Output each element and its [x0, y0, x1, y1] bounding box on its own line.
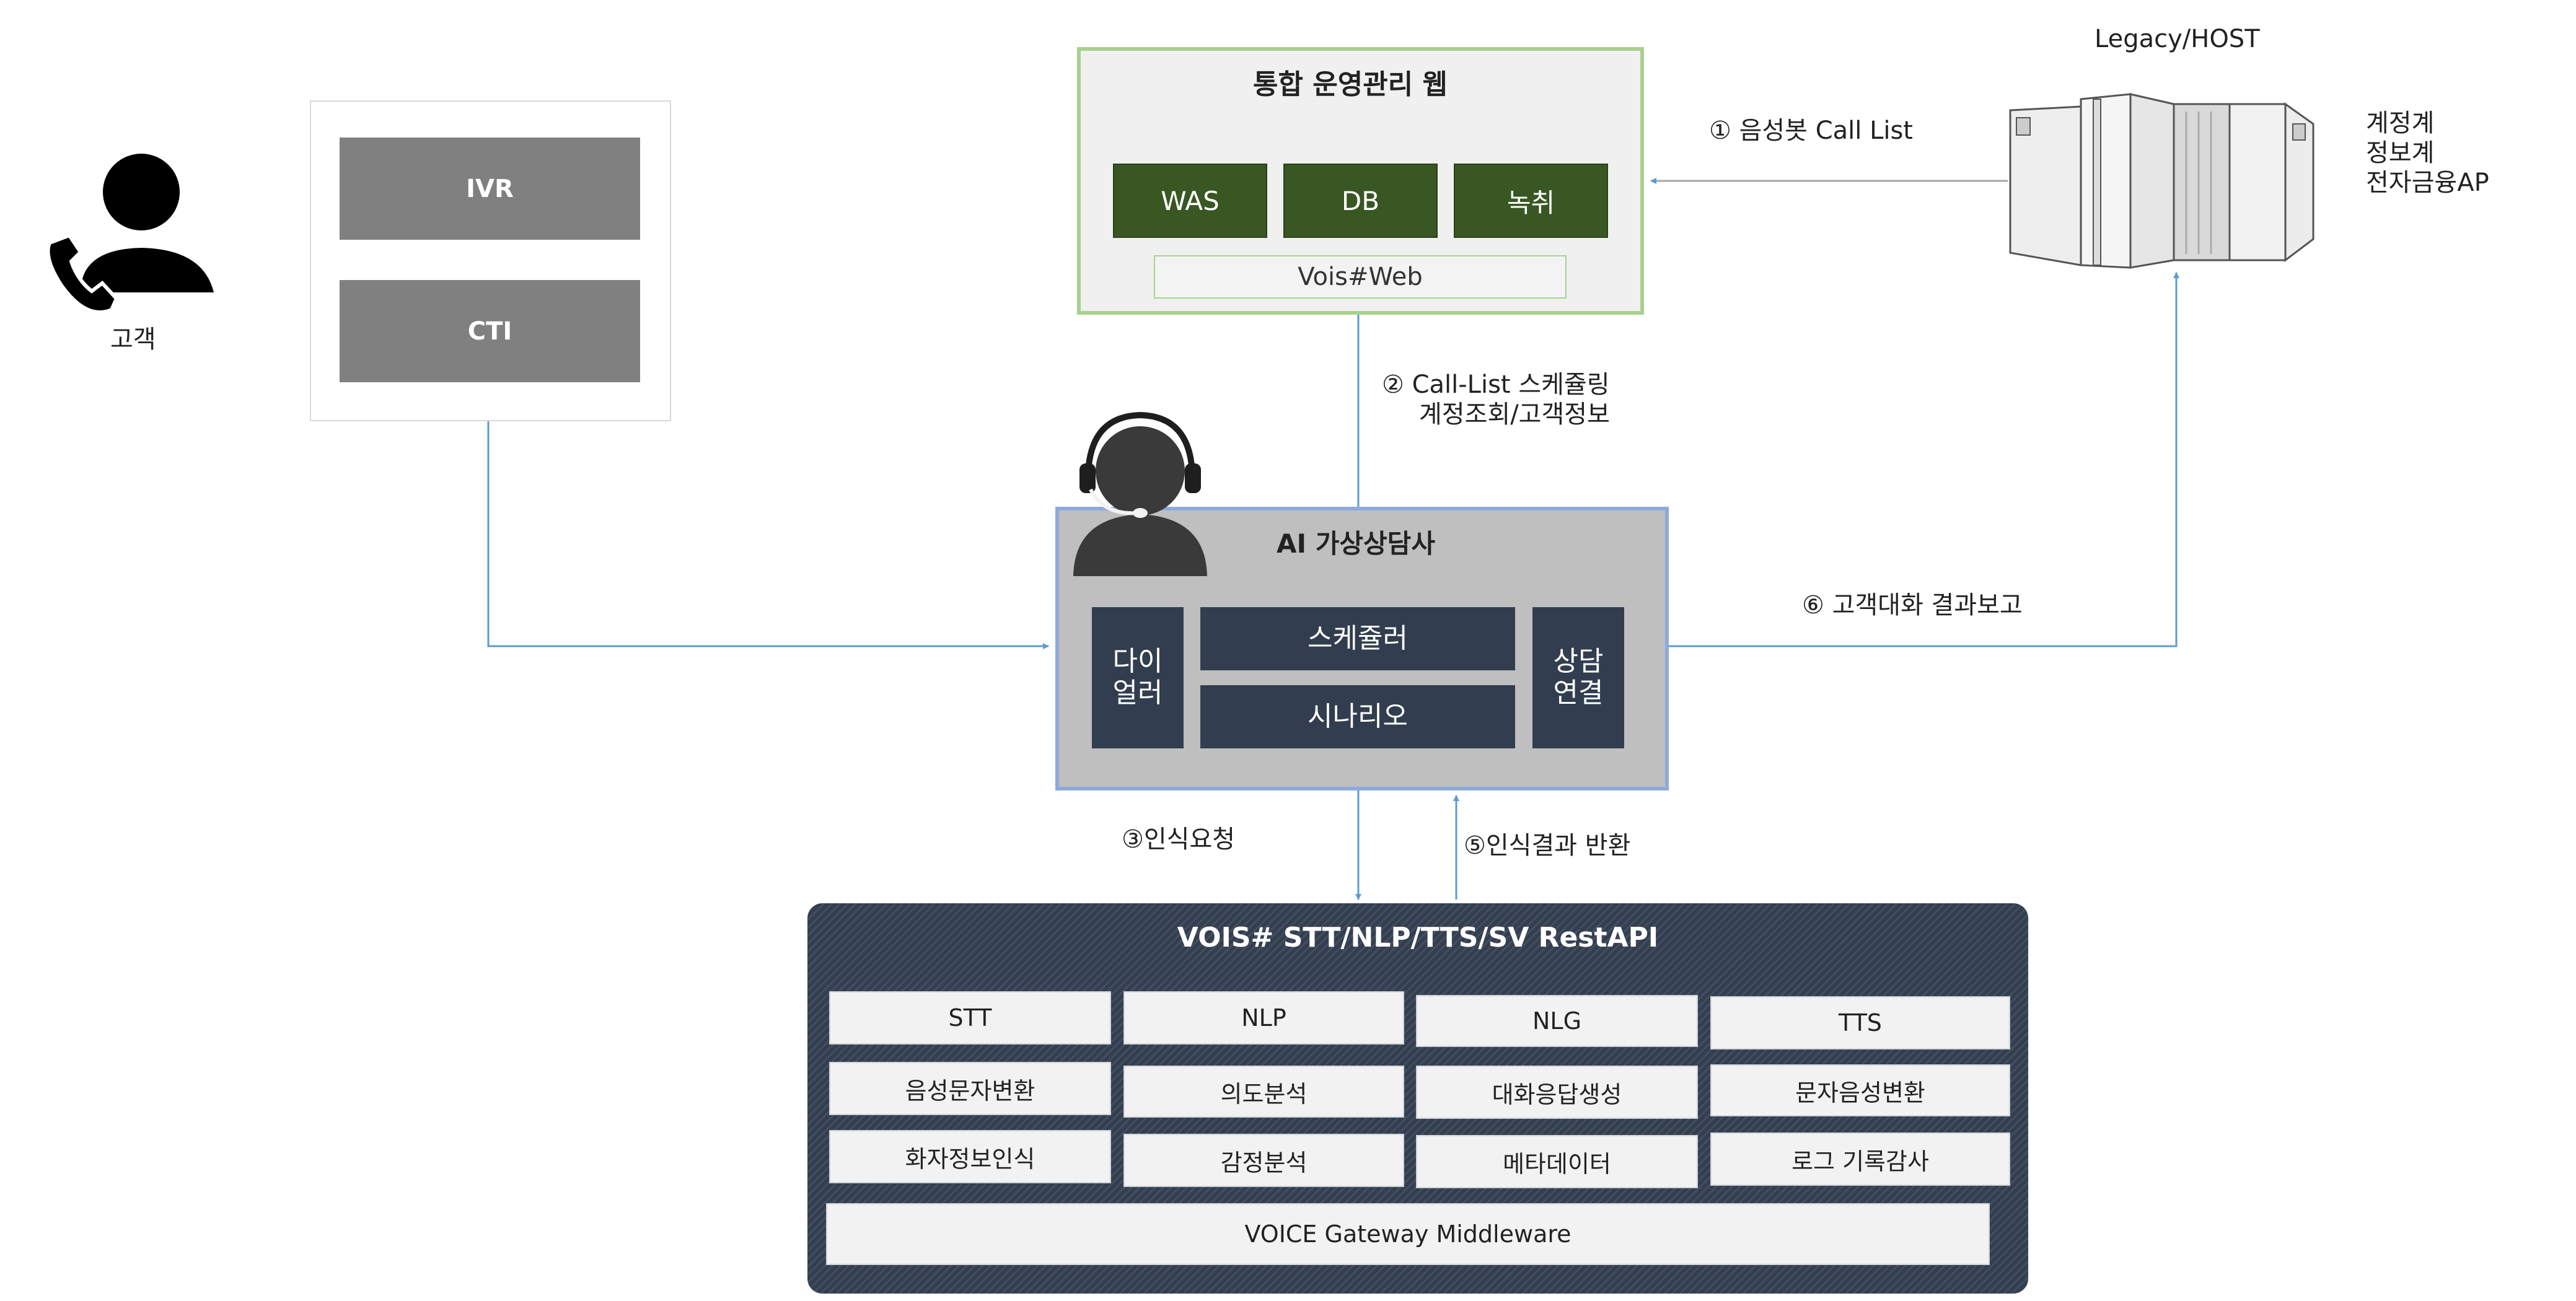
dialer-label-line1: 다이 [1112, 646, 1163, 678]
api-cell-speech-to-text: 음성문자변환 [829, 1062, 1111, 1115]
scheduler-block: 스케쥴러 [1200, 607, 1515, 670]
arrow-ai-to-legacy [1669, 272, 2179, 647]
step1-label: ① 음성봇 Call List [1709, 116, 1913, 145]
api-cell-log-audit: 로그 기록감사 [1710, 1132, 2010, 1186]
customer-label: 고객 [110, 325, 156, 354]
ai-agent-title: AI 가상상담사 [1277, 528, 1435, 559]
arrow-channel-to-ai [487, 421, 1049, 649]
api-cell-response-generation: 대화응답생성 [1416, 1066, 1698, 1119]
cti-block: CTI [340, 280, 640, 382]
api-cell-intent-analysis: 의도분석 [1123, 1066, 1404, 1118]
connect-label-line1: 상담 [1553, 646, 1604, 678]
step3-label: ③인식요청 [1122, 825, 1236, 854]
dialer-label-line2: 얼러 [1112, 677, 1163, 709]
api-cell-text-to-speech: 문자음성변환 [1710, 1064, 2010, 1116]
step2-label-line1: ② Call-List 스케쥴링 [1382, 370, 1610, 399]
step5-label: ⑤인식결과 반환 [1464, 831, 1631, 860]
api-title: VOIS# STT/NLP/TTS/SV RestAPI [1177, 921, 1659, 953]
management-title: 통합 운영관리 웹 [1253, 69, 1448, 100]
connect-label-line2: 연결 [1553, 677, 1604, 709]
api-cell-metadata: 메타데이터 [1416, 1135, 1698, 1188]
api-cell-tts: TTS [1710, 996, 2010, 1049]
api-cell-stt: STT [829, 991, 1111, 1045]
api-cell-nlg: NLG [1416, 995, 1698, 1047]
legacy-system-1: 계정계 [2366, 109, 2435, 138]
voice-gateway-block: VOICE Gateway Middleware [826, 1203, 1990, 1265]
step2-label-line2: 계정조회/고객정보 [1419, 400, 1610, 429]
legacy-title: Legacy/HOST [2095, 25, 2260, 53]
vois-web-block: Vois#Web [1154, 255, 1567, 299]
scenario-block: 시나리오 [1200, 685, 1515, 748]
step6-label: ⑥ 고객대화 결과보고 [1802, 591, 2023, 620]
api-cell-emotion-analysis: 감정분석 [1123, 1134, 1404, 1187]
agent-headset-icon [1073, 411, 1207, 576]
connect-block: 상담 연결 [1532, 607, 1624, 748]
api-cell-speaker-recognition: 화자정보인식 [829, 1130, 1111, 1183]
db-block: DB [1283, 164, 1438, 238]
dialer-block: 다이 얼러 [1092, 607, 1184, 748]
customer-phone-icon [46, 154, 214, 311]
legacy-system-2: 정보계 [2366, 139, 2435, 167]
recording-block: 녹취 [1454, 164, 1608, 238]
legacy-system-3: 전자금융AP [2366, 169, 2489, 197]
api-cell-nlp: NLP [1123, 991, 1404, 1045]
was-block: WAS [1113, 164, 1267, 238]
ivr-block: IVR [340, 138, 640, 240]
server-rack-icon [2009, 93, 2314, 269]
